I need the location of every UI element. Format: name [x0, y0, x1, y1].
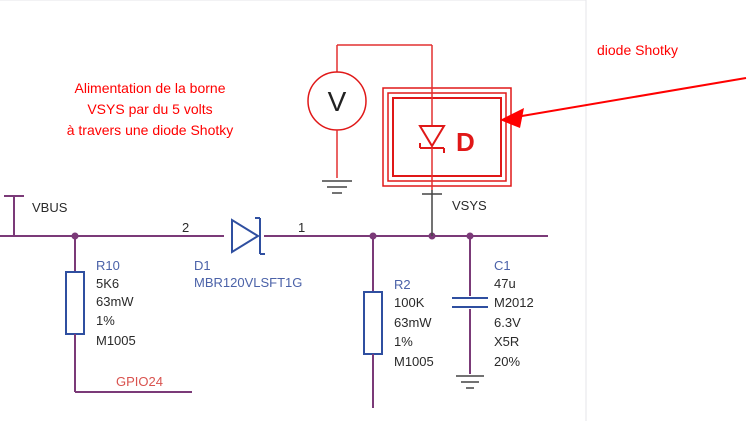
ground-symbol-c1: [456, 375, 484, 389]
highlight-box-middle: [387, 92, 507, 182]
resistor-r2-package: M1005: [394, 354, 434, 369]
diode-d1-ref: D1: [194, 258, 211, 273]
net-label-vsys: VSYS: [452, 198, 487, 213]
resistor-r10-tolerance: 1%: [96, 313, 115, 328]
capacitor-c1-tolerance: 20%: [494, 354, 520, 369]
resistor-r2-body: [363, 291, 383, 355]
annotation-line-3: à travers une diode Shotky: [67, 122, 234, 138]
ground-symbol-voltmeter: [322, 180, 352, 194]
capacitor-c1-package: M2012: [494, 295, 534, 310]
resistor-r2-power: 63mW: [394, 315, 432, 330]
added-diode-triangle: [418, 125, 446, 148]
capacitor-c1-dielectric: X5R: [494, 334, 519, 349]
resistor-r10-value: 5K6: [96, 276, 119, 291]
net-label-gpio24: GPIO24: [116, 374, 163, 389]
annotation-line-1: Alimentation de la borne: [75, 80, 226, 96]
added-diode-letter: D: [456, 127, 475, 157]
resistor-r2-ref: R2: [394, 277, 411, 292]
capacitor-c1-ref: C1: [494, 258, 511, 273]
resistor-r10-package: M1005: [96, 333, 136, 348]
resistor-r10-ref: R10: [96, 258, 120, 273]
voltmeter-letter: V: [328, 86, 347, 117]
diode-d1-symbol: [224, 217, 265, 255]
capacitor-c1-voltage: 6.3V: [494, 315, 521, 330]
resistor-r2-value: 100K: [394, 295, 425, 310]
diode-d1-pin-anode: 2: [182, 220, 189, 235]
annotation-arrow-line: [515, 77, 747, 118]
sheet-grid: [0, 0, 587, 421]
annotation-line-2: VSYS par du 5 volts: [87, 101, 212, 117]
annotation-arrow-head-icon: [500, 108, 524, 128]
diode-d1-triangle: [231, 218, 260, 254]
resistor-r2-tolerance: 1%: [394, 334, 413, 349]
diode-d1-pin-cathode: 1: [298, 220, 305, 235]
resistor-r10-body: [65, 271, 85, 335]
capacitor-c1-value: 47u: [494, 276, 516, 291]
vbus-port: [4, 195, 24, 236]
highlight-box-inner: [392, 97, 502, 177]
annotation-arrow-label: diode Shotky: [597, 42, 678, 58]
highlight-box-outer: [382, 87, 512, 187]
diode-d1-part: MBR120VLSFT1G: [194, 275, 302, 290]
resistor-r10-power: 63mW: [96, 294, 134, 309]
net-label-vbus: VBUS: [32, 200, 68, 215]
